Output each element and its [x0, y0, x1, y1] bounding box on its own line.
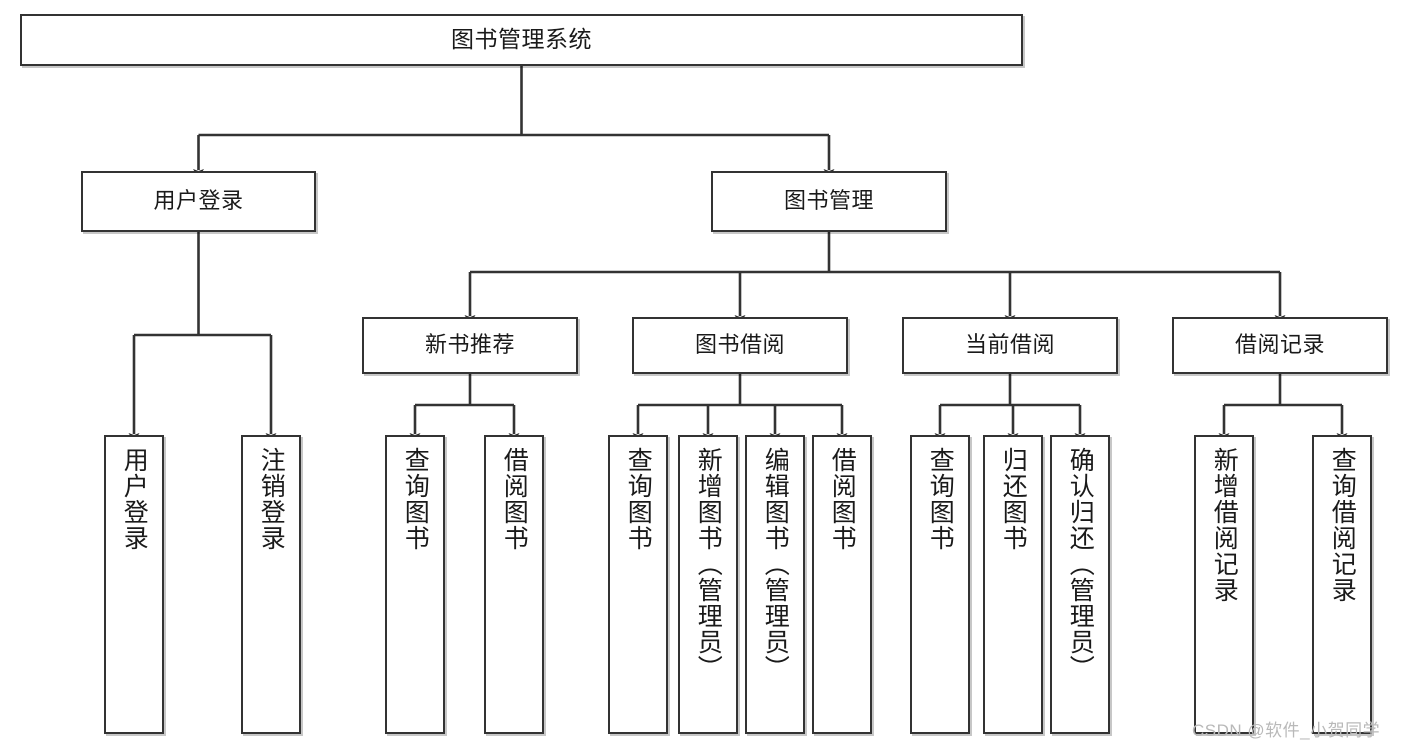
node-root[interactable]: 图书管理系统 — [20, 14, 1023, 66]
node-current-borrow[interactable]: 当前借阅 — [902, 317, 1118, 374]
node-leaf-user-login-label: 用户登录 — [120, 447, 149, 551]
node-leaf-cb-return[interactable]: 归还图书 — [983, 435, 1043, 734]
node-leaf-rec-borrow-label: 借阅图书 — [500, 447, 529, 551]
node-leaf-user-logout[interactable]: 注销登录 — [241, 435, 301, 734]
node-book-manage[interactable]: 图书管理 — [711, 171, 947, 232]
node-leaf-rec-query[interactable]: 查询图书 — [385, 435, 445, 734]
node-leaf-bb-borrow-label: 借阅图书 — [828, 447, 857, 551]
node-leaf-br-add[interactable]: 新增借阅记录 — [1194, 435, 1254, 734]
node-leaf-cb-confirm[interactable]: 确认归还（管理员） — [1050, 435, 1110, 734]
node-leaf-br-add-label: 新增借阅记录 — [1210, 447, 1239, 603]
node-leaf-cb-return-label: 归还图书 — [999, 447, 1028, 551]
node-user-login-label: 用户登录 — [153, 188, 244, 214]
node-new-book-rec-label: 新书推荐 — [424, 332, 515, 358]
node-leaf-bb-add-label: 新增图书（管理员） — [694, 447, 723, 681]
node-leaf-rec-query-label: 查询图书 — [401, 447, 430, 551]
node-book-manage-label: 图书管理 — [783, 188, 874, 214]
node-leaf-cb-query[interactable]: 查询图书 — [910, 435, 970, 734]
node-current-borrow-label: 当前借阅 — [964, 332, 1055, 358]
node-leaf-bb-edit[interactable]: 编辑图书（管理员） — [745, 435, 805, 734]
node-leaf-br-query[interactable]: 查询借阅记录 — [1312, 435, 1372, 734]
node-leaf-bb-add[interactable]: 新增图书（管理员） — [678, 435, 738, 734]
node-leaf-user-login[interactable]: 用户登录 — [104, 435, 164, 734]
node-user-login[interactable]: 用户登录 — [81, 171, 316, 232]
node-leaf-rec-borrow[interactable]: 借阅图书 — [484, 435, 544, 734]
node-leaf-user-logout-label: 注销登录 — [257, 447, 286, 551]
node-new-book-rec[interactable]: 新书推荐 — [362, 317, 578, 374]
node-root-label: 图书管理系统 — [451, 26, 592, 53]
watermark: CSDN @软件_小贺同学 — [1192, 721, 1381, 740]
node-book-borrow-label: 图书借阅 — [694, 332, 785, 358]
node-leaf-bb-query[interactable]: 查询图书 — [608, 435, 668, 734]
node-leaf-bb-edit-label: 编辑图书（管理员） — [761, 447, 790, 681]
node-borrow-record[interactable]: 借阅记录 — [1172, 317, 1388, 374]
node-leaf-cb-query-label: 查询图书 — [926, 447, 955, 551]
node-leaf-bb-borrow[interactable]: 借阅图书 — [812, 435, 872, 734]
node-leaf-cb-confirm-label: 确认归还（管理员） — [1066, 447, 1095, 681]
node-leaf-br-query-label: 查询借阅记录 — [1328, 447, 1357, 603]
node-leaf-bb-query-label: 查询图书 — [624, 447, 653, 551]
node-borrow-record-label: 借阅记录 — [1234, 332, 1325, 358]
node-book-borrow[interactable]: 图书借阅 — [632, 317, 848, 374]
